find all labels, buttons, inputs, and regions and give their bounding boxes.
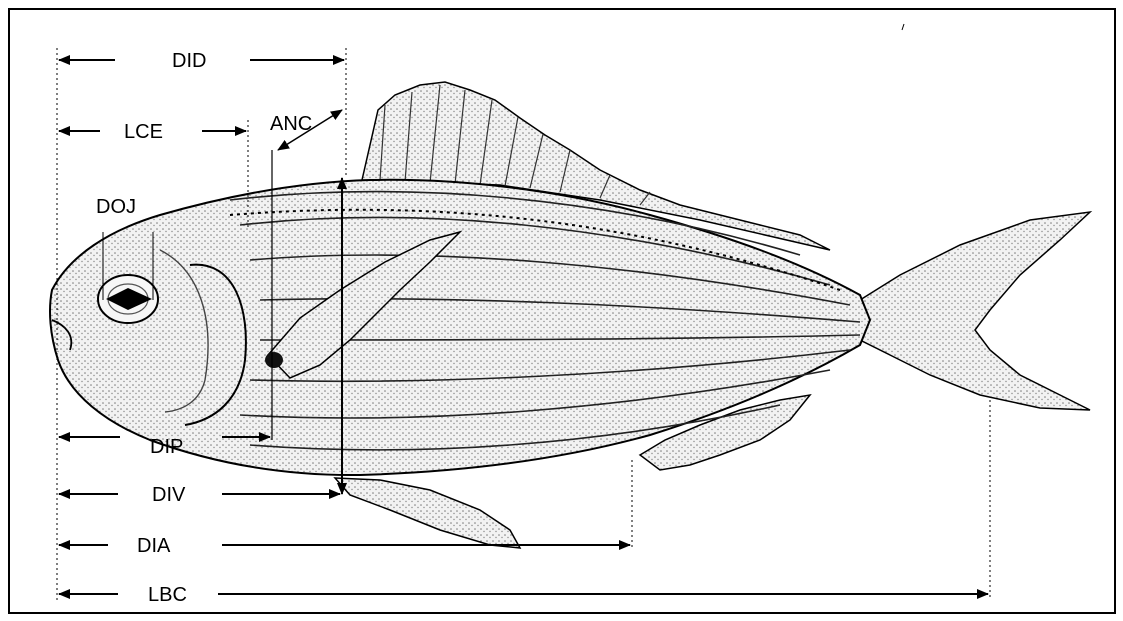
div-label: DIV [152,484,186,506]
dip-label: DIP [150,436,183,458]
anc-label: ANC [270,113,312,135]
doj-label: DOJ [96,196,136,218]
lce-label: LCE [124,121,163,143]
dia-label: DIA [137,535,171,557]
lbc-label: LBC [148,584,187,606]
pectoral-base [265,352,283,368]
did-label: DID [172,50,206,72]
